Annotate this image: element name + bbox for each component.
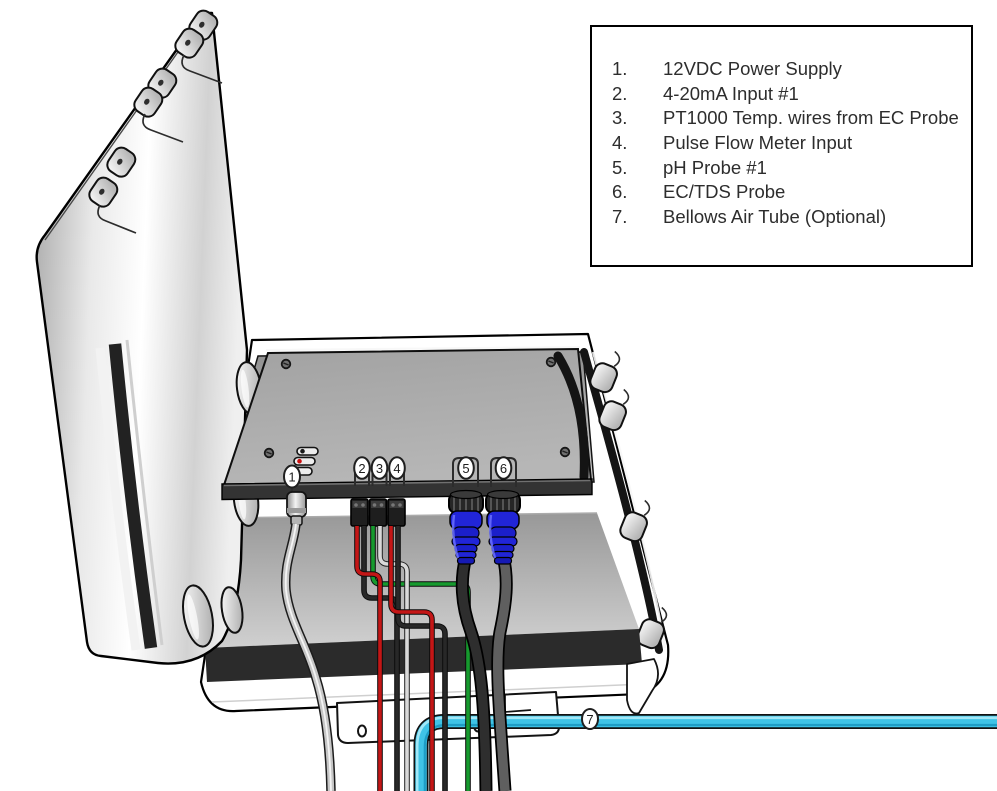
terminal-blocks — [350, 498, 406, 527]
lid-gasket-strip-edge — [125, 339, 164, 646]
legend-item-label: PT1000 Temp. wires from EC Probe — [663, 107, 959, 129]
callout-6: 6 — [494, 456, 513, 480]
legend-item-5: 5. pH Probe #1 — [612, 155, 965, 180]
legend-item-label: pH Probe #1 — [663, 156, 767, 178]
legend-item-number: 7. — [612, 205, 628, 227]
legend-item-number: 6. — [612, 181, 628, 203]
legend-item-3: 3. PT1000 Temp. wires from EC Probe — [612, 106, 965, 131]
bracket-foot-right — [626, 658, 659, 715]
led-indicators — [290, 446, 319, 476]
callout-5: 5 — [457, 456, 475, 480]
lid-gasket-strip-dark — [108, 343, 158, 649]
legend-item-4: 4. Pulse Flow Meter Input — [612, 131, 965, 156]
legend-item-1: 1. 12VDC Power Supply — [612, 57, 965, 82]
box-front-wall — [205, 513, 639, 648]
legend-item-number: 4. — [612, 132, 628, 154]
led-status-dot — [300, 448, 305, 454]
panel-top-bevel — [265, 346, 581, 351]
legend-item-label: Pulse Flow Meter Input — [663, 132, 853, 154]
callout-1-number: 1 — [288, 469, 295, 484]
power-supply-connector — [286, 491, 331, 791]
legend-item-number: 1. — [612, 58, 628, 80]
lid-gasket-strip-light — [95, 347, 141, 651]
panel-plate — [222, 347, 593, 487]
callout-5-number: 5 — [462, 461, 469, 476]
legend-box: 1. 12VDC Power Supply 2. 4-20mA Input #1… — [590, 25, 973, 267]
panel-right-shadow — [553, 351, 589, 482]
legend-item-label: EC/TDS Probe — [663, 181, 786, 203]
callout-6-number: 6 — [500, 461, 507, 476]
callout-bubbles: 1 2 3 4 5 6 7 — [283, 456, 599, 730]
callout-4: 4 — [388, 456, 406, 480]
panel-front-bar-highlight — [223, 479, 591, 487]
callout-3-number: 3 — [376, 461, 383, 476]
legend-item-label: 4-20mA Input #1 — [663, 82, 799, 104]
legend-item-number: 2. — [612, 82, 628, 104]
legend-item-label: 12VDC Power Supply — [663, 58, 842, 80]
bracket-hole-left — [357, 724, 367, 738]
legend-item-number: 5. — [612, 156, 628, 178]
callout-7: 7 — [581, 708, 599, 730]
enclosure-lid — [35, 6, 263, 665]
box-flange-line — [211, 683, 646, 703]
legend-item-6: 6. EC/TDS Probe — [612, 180, 965, 205]
led-red-dot — [297, 458, 302, 464]
legend-item-2: 2. 4-20mA Input #1 — [612, 82, 965, 107]
lid-back-edge-line — [44, 17, 203, 241]
legend-item-number: 3. — [612, 107, 628, 129]
callout-4-number: 4 — [393, 461, 400, 476]
callout-1: 1 — [283, 464, 301, 489]
control-panel — [221, 346, 593, 501]
legend-item-7: 7. Bellows Air Tube (Optional) — [612, 205, 965, 230]
callout-2: 2 — [353, 456, 371, 480]
callout-7-number: 7 — [586, 712, 593, 727]
panel-screws — [263, 356, 571, 459]
legend-item-label: Bellows Air Tube (Optional) — [663, 205, 887, 227]
box-front-wall-top-line — [219, 512, 598, 519]
callout-2-number: 2 — [358, 461, 365, 476]
callout-3: 3 — [370, 456, 389, 480]
lid-latch-hooks — [85, 6, 223, 234]
